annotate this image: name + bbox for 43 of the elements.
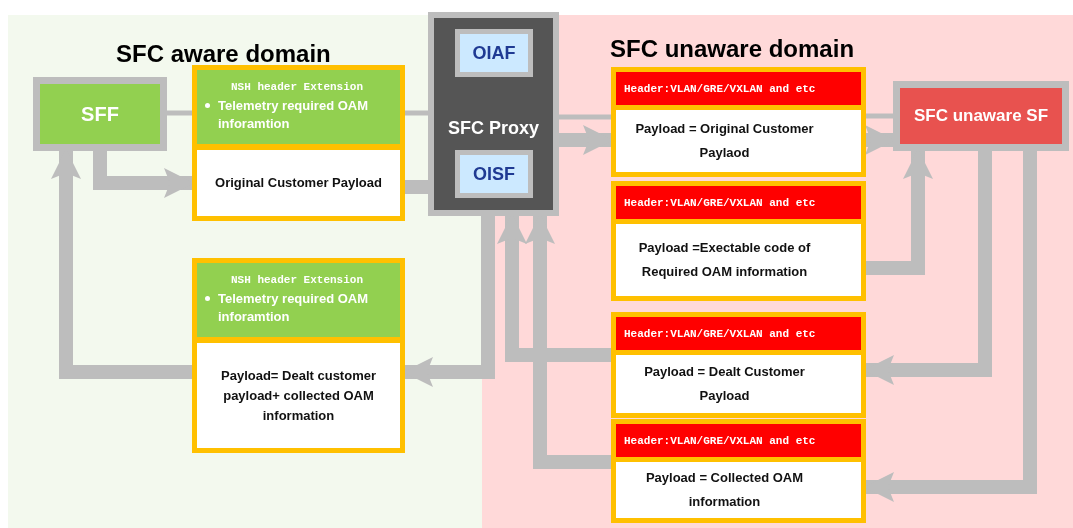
function-box: OIAF [455,29,533,77]
bullet-text: Telemetry required OAM inforamtion [218,290,370,326]
connector-line [405,180,428,194]
header-label: Header:VLAN/GRE/VXLAN and etc [624,327,816,340]
packet-frame [611,419,866,523]
payload-text: Payload = Original Customer Paylaod [634,120,815,162]
header-label: Header:VLAN/GRE/VXLAN and etc [624,196,816,209]
header-label: Header:VLAN/GRE/VXLAN and etc [624,434,816,447]
payload-text: Payload= Dealt customer payload+ collected OAM information [220,366,377,425]
payload-text: Payload =Exectable code of Required OAM information [637,239,812,281]
packet-frame [611,67,866,177]
payload-text: Original Customer Payload [214,174,383,192]
packet-frame [192,258,405,453]
proxy-box [428,12,559,216]
payload-text: Payload = Dealt Customer Payload [643,363,806,405]
function-box: OISF [455,150,533,198]
arrow [497,214,611,362]
domain-title: SFC unaware domain [610,35,855,63]
connector-line [866,113,893,119]
arrow [866,149,933,275]
connector-line [559,114,611,120]
bullet-text: Telemetry required OAM inforamtion [218,97,370,133]
header-label: NSH header Extension [231,81,364,93]
function-box: SFC unaware SF [893,81,1069,151]
arrow [865,125,895,155]
arrow [93,151,194,198]
domain-title: SFC aware domain [116,40,331,68]
arrow [51,149,192,379]
connector-line [167,110,192,116]
packet-frame [192,65,405,221]
arrow [525,214,611,469]
arrow [559,125,613,155]
arrow [864,151,1037,502]
packet-frame [611,181,866,301]
proxy-label: SFC Proxy [447,118,540,139]
connector-line [405,110,428,116]
packet-frame [611,312,866,418]
header-label: NSH header Extension [231,274,364,286]
forwarder-box: SFF [33,77,167,151]
arrow [864,151,992,385]
header-label: Header:VLAN/GRE/VXLAN and etc [624,82,816,95]
arrow [403,216,495,387]
payload-text: Payload = Collected OAM information [644,469,805,511]
